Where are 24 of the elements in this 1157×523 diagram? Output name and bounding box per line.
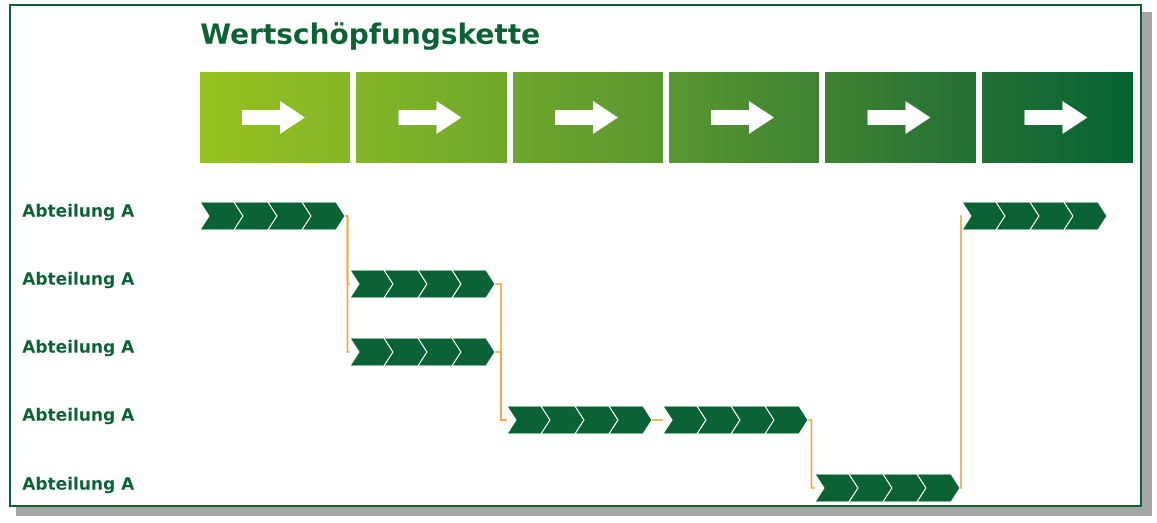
row-label: Abteilung A [22, 407, 135, 425]
chevron-bar [349, 337, 496, 367]
step-box [555, 101, 618, 134]
chevron-bar [506, 405, 653, 435]
connector-line [959, 215, 963, 489]
connector-line [344, 215, 351, 353]
step-box [711, 101, 774, 134]
step-box [398, 101, 462, 134]
row-label: Abteilung A [22, 339, 135, 357]
chevron-bar [199, 201, 346, 231]
chevron-bar [662, 405, 809, 435]
chevron-bar [814, 473, 961, 503]
connector-line [651, 419, 664, 421]
step-box [867, 101, 931, 134]
step-box [1024, 101, 1088, 134]
row-label: Abteilung A [22, 271, 135, 289]
diagram-title: Wertschöpfungskette [201, 22, 539, 50]
row-label: Abteilung A [22, 476, 135, 494]
connector-line [807, 419, 816, 489]
chevron-bar [349, 269, 496, 299]
chevron-bar [961, 201, 1108, 231]
connector-line [494, 351, 508, 421]
row-label: Abteilung A [22, 203, 135, 221]
step-box [242, 101, 305, 134]
